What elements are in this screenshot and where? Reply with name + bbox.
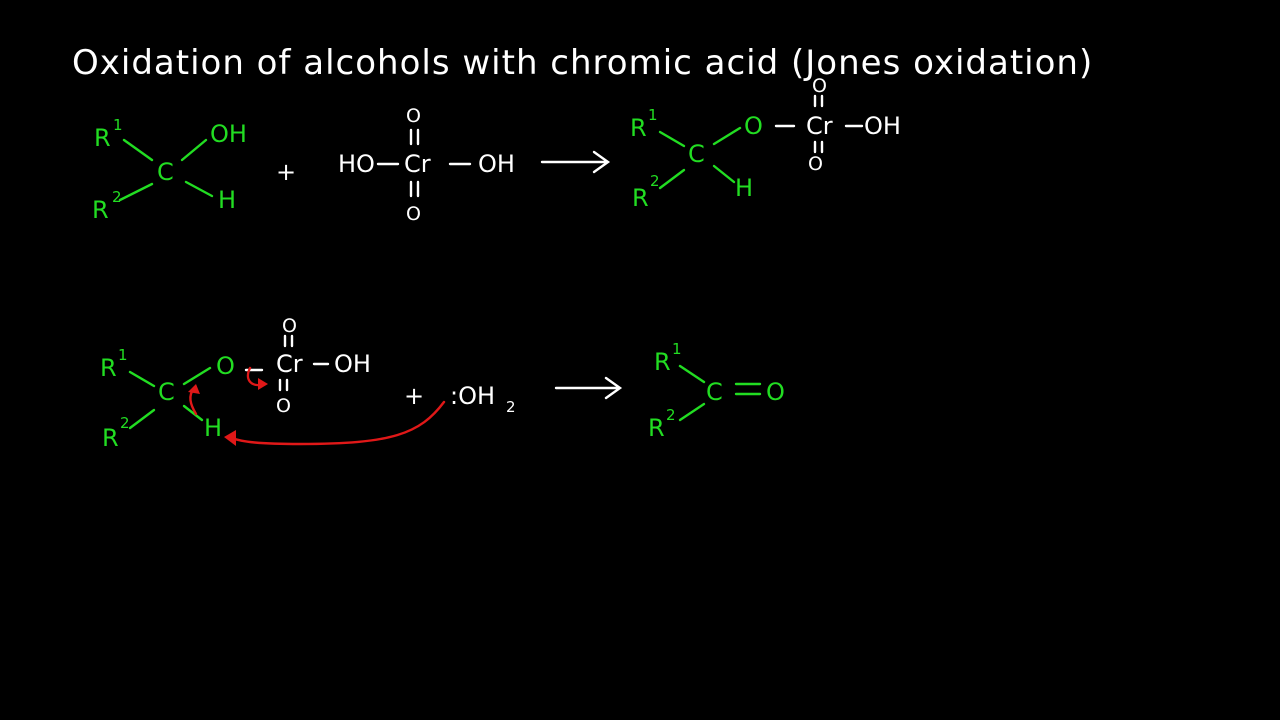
- bond-c-o: [182, 366, 212, 386]
- plus-sign: +: [404, 382, 424, 410]
- cr-label: Cr: [404, 150, 431, 178]
- oxo-top: O: [282, 315, 297, 337]
- plus-sign: +: [276, 158, 296, 186]
- hydroxyl-group: OH: [210, 120, 247, 148]
- bond-c-o: [712, 126, 742, 146]
- oxo-bottom: O: [276, 395, 291, 417]
- oxo-top: O: [406, 105, 421, 127]
- bond-c-h: [184, 180, 214, 198]
- r2-label: R: [102, 424, 119, 452]
- double-bond-bottom: [813, 140, 824, 154]
- central-carbon: C: [157, 158, 174, 186]
- r2-superscript: 2: [112, 188, 122, 206]
- ch-bond-arrowhead: [188, 384, 200, 394]
- r2-label: R: [632, 184, 649, 212]
- r1-label: R: [654, 348, 671, 376]
- r1-superscript: 1: [672, 340, 682, 358]
- cr-label: Cr: [806, 112, 833, 140]
- chromate-ester-product: R 1 R 2 C O H Cr OH O O: [630, 75, 901, 212]
- central-carbon: C: [688, 140, 705, 168]
- bond-c-oh: [180, 138, 208, 162]
- r1-label: R: [94, 124, 111, 152]
- carbonyl-carbon: C: [706, 378, 723, 406]
- electron-arrows: [188, 366, 446, 446]
- ho-label: HO: [338, 150, 375, 178]
- cr-label: Cr: [276, 350, 303, 378]
- water-deprotonation-arrow: [230, 400, 446, 446]
- oh-label: OH: [478, 150, 515, 178]
- reaction-arrow-1: [540, 150, 611, 174]
- double-bond-bottom: [278, 378, 289, 392]
- bond-r1-c: [128, 370, 156, 388]
- carbonyl-oxygen: O: [766, 378, 785, 406]
- bond-c-h: [182, 404, 204, 422]
- o-cr-bond-arrowhead: [258, 378, 268, 390]
- r1-superscript: 1: [118, 346, 128, 364]
- double-bond-top: [283, 334, 294, 348]
- bond-r1-c: [122, 138, 154, 162]
- bond-r2-c: [128, 408, 156, 430]
- central-carbon: C: [158, 378, 175, 406]
- chromic-acid: HO Cr OH O O: [338, 105, 515, 225]
- oh-label: OH: [334, 350, 371, 378]
- r2-label: R: [92, 196, 109, 224]
- oxo-bottom: O: [808, 153, 823, 175]
- alpha-hydrogen: H: [204, 414, 222, 442]
- alpha-hydrogen: H: [218, 186, 236, 214]
- double-bond-bottom: [409, 180, 420, 198]
- bond-r1-c: [678, 364, 706, 384]
- ester-oxygen: O: [744, 112, 763, 140]
- double-bond-top: [813, 94, 824, 108]
- r1-label: R: [630, 114, 647, 142]
- chromate-ester-reactant: R 1 R 2 C O H Cr OH O O: [100, 315, 371, 452]
- r2-label: R: [648, 414, 665, 442]
- r2-superscript: 2: [650, 172, 660, 190]
- alpha-hydrogen: H: [735, 174, 753, 202]
- bond-r1-c: [658, 130, 686, 148]
- bond-c-h: [712, 164, 736, 184]
- bond-r2-c: [678, 402, 706, 422]
- water-deprotonation-arrowhead: [224, 430, 236, 446]
- oh-label: OH: [864, 112, 901, 140]
- reaction-arrow-2: [554, 376, 623, 400]
- carbonyl-product: R 1 R 2 C O: [648, 340, 785, 442]
- r1-label: R: [100, 354, 117, 382]
- r2-superscript: 2: [120, 414, 130, 432]
- r1-superscript: 1: [648, 106, 658, 124]
- bond-r2-c: [658, 168, 686, 190]
- oxo-top: O: [812, 75, 827, 97]
- alcohol-reactant: R 1 R 2 C OH H: [92, 116, 247, 224]
- page-title: Oxidation of alcohols with chromic acid …: [72, 43, 1093, 83]
- double-bond-top: [409, 128, 420, 146]
- water-label: :OH: [450, 382, 495, 410]
- double-bond-c-o: [734, 382, 762, 396]
- r2-superscript: 2: [666, 406, 676, 424]
- bond-r2-c: [118, 182, 154, 202]
- oxo-bottom: O: [406, 203, 421, 225]
- ester-oxygen: O: [216, 352, 235, 380]
- water-subscript: 2: [506, 398, 516, 416]
- r1-superscript: 1: [113, 116, 123, 134]
- water-molecule: :OH 2: [450, 382, 516, 416]
